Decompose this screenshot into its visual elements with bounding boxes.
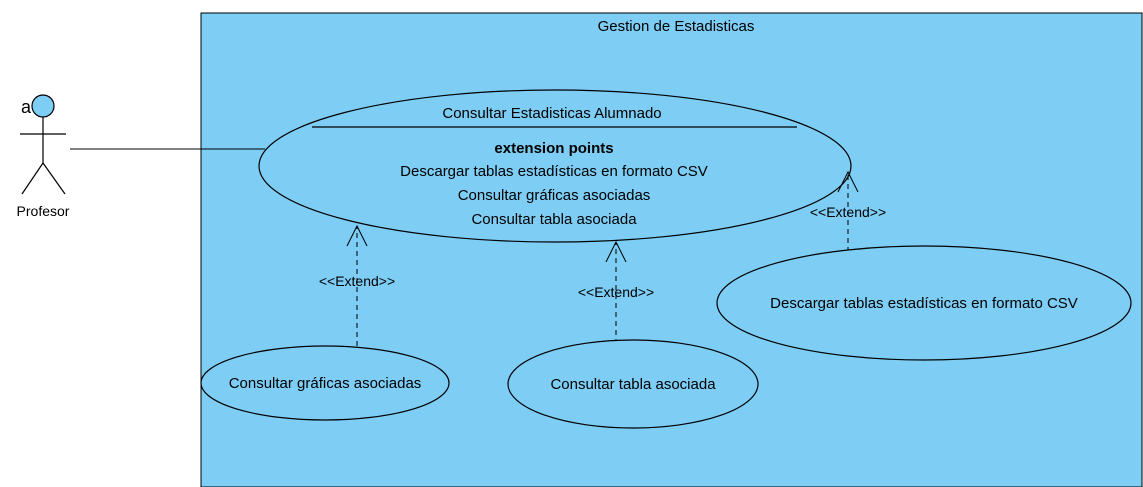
- actor-profesor[interactable]: a Profesor: [17, 94, 70, 219]
- actor-right-leg: [42, 162, 66, 195]
- actor-marker: a: [21, 97, 32, 117]
- use-case-tabla-ellipse: [507, 339, 759, 429]
- extend-label: <<Extend>>: [810, 204, 886, 220]
- extension-point-tabla: Consultar tabla asociada: [471, 211, 637, 228]
- main-use-case[interactable]: Consultar Estadisticas Alumnado extensio…: [258, 89, 852, 243]
- use-case-tabla[interactable]: Consultar tabla asociada: [507, 339, 759, 429]
- extend-arrowhead-icon: [605, 240, 627, 263]
- actor-head-icon: [31, 94, 55, 118]
- use-case-tabla-label: Consultar tabla asociada: [550, 376, 716, 393]
- extend-label: <<Extend>>: [319, 273, 395, 289]
- use-case-csv-label: Descargar tablas estadísticas en formato…: [770, 295, 1078, 312]
- extend-relation-tabla[interactable]: <<Extend>>: [578, 240, 654, 344]
- main-use-case-ellipse: [258, 89, 852, 243]
- extend-arrowhead-icon: [837, 170, 859, 193]
- extend-relation-graficas[interactable]: <<Extend>>: [319, 224, 395, 346]
- use-case-csv[interactable]: Descargar tablas estadísticas en formato…: [716, 245, 1132, 361]
- actor-label: Profesor: [17, 203, 70, 219]
- use-case-graficas-label: Consultar gráficas asociadas: [229, 375, 422, 392]
- system-title: Gestion de Estadisticas: [598, 18, 755, 35]
- extension-point-graficas: Consultar gráficas asociadas: [458, 187, 651, 204]
- use-case-graficas[interactable]: Consultar gráficas asociadas: [200, 345, 450, 421]
- use-case-graficas-ellipse: [200, 345, 450, 421]
- extension-points-header: extension points: [494, 140, 613, 157]
- extend-arrowhead-icon: [346, 224, 368, 247]
- extension-point-csv: Descargar tablas estadísticas en formato…: [400, 163, 708, 180]
- extend-label: <<Extend>>: [578, 284, 654, 300]
- main-use-case-title: Consultar Estadisticas Alumnado: [442, 105, 661, 122]
- use-case-csv-ellipse: [716, 245, 1132, 361]
- extend-relation-csv[interactable]: <<Extend>>: [810, 170, 886, 252]
- actor-left-leg: [21, 162, 44, 195]
